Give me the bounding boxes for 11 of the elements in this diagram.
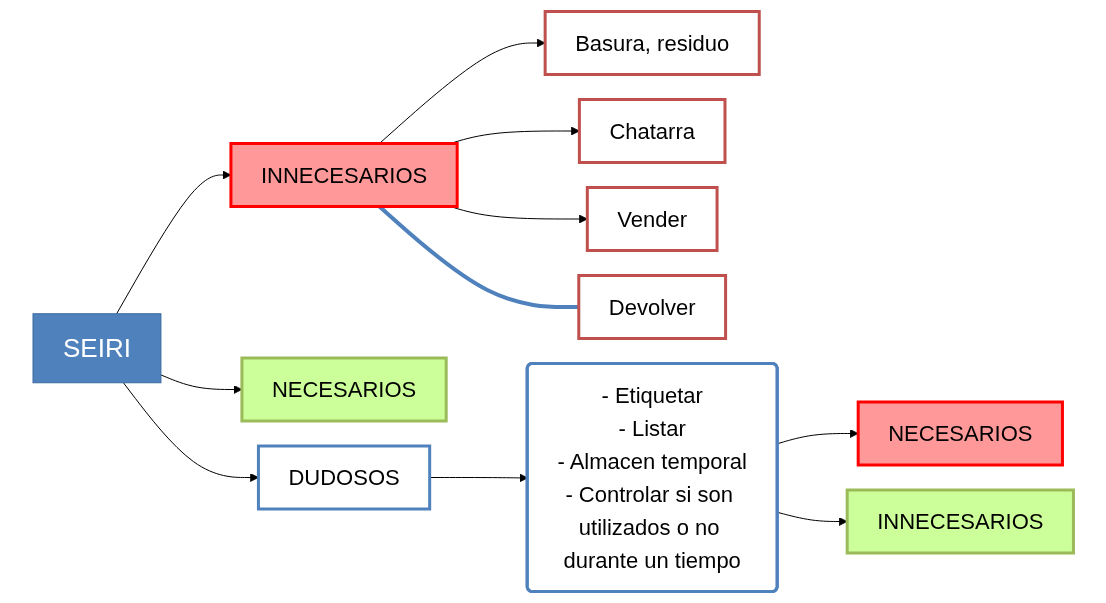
- arrow: [122, 382, 259, 482]
- node-box: DUDOSOS: [256, 444, 431, 511]
- node-box: NECESARIOS: [240, 356, 448, 423]
- node-box: Devolver: [577, 274, 727, 340]
- node-box: Vender: [585, 186, 719, 252]
- node-box: Chatarra: [577, 98, 727, 164]
- node-box: Basura, residuo: [543, 10, 761, 76]
- node-box: INNECESARIOS: [229, 142, 459, 208]
- node-box: INNECESARIOS: [845, 488, 1075, 555]
- node-box: SEIRI: [32, 313, 162, 384]
- node-box: NECESARIOS: [856, 400, 1064, 467]
